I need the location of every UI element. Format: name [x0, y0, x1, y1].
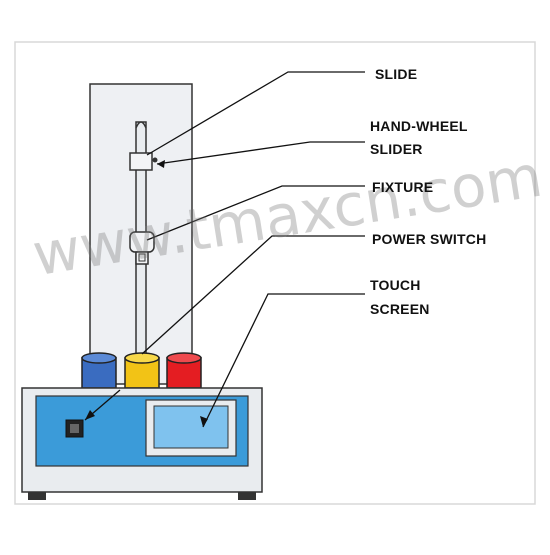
hand-wheel-slider-block	[129, 152, 153, 171]
fixture-slot	[138, 253, 146, 262]
label-touch-line2: SCREEN	[370, 301, 430, 317]
arrow-power-switch	[85, 410, 95, 420]
blue-cup	[81, 352, 117, 389]
arrow-hand-wheel	[157, 160, 165, 168]
label-power-switch: POWER SWITCH	[372, 231, 487, 247]
leader-touch-screen	[202, 293, 365, 428]
yellow-cup	[124, 352, 160, 389]
fixture-clamp	[129, 231, 155, 253]
label-fixture: FIXTURE	[372, 179, 434, 195]
foot-left	[28, 492, 46, 500]
power-switch-button	[70, 424, 79, 433]
leader-fixture	[146, 185, 365, 241]
leader-hand-wheel-slider	[156, 141, 365, 165]
label-touch-line1: TOUCH	[370, 277, 421, 293]
hand-wheel-knob	[152, 157, 158, 163]
arrow-touch-screen	[200, 416, 208, 427]
leader-power-switch	[141, 235, 365, 355]
label-slide: SLIDE	[375, 66, 418, 82]
red-cup	[166, 352, 202, 389]
touch-screen	[153, 405, 229, 449]
label-hand-wheel-line2: SLIDER	[370, 141, 423, 157]
rod-cap	[135, 121, 147, 129]
arrow-heads	[85, 160, 208, 427]
leader-lines	[84, 71, 365, 428]
leader-slide	[146, 71, 365, 156]
label-hand-wheel-line1: HAND-WHEEL	[370, 118, 468, 134]
foot-right	[238, 492, 256, 500]
